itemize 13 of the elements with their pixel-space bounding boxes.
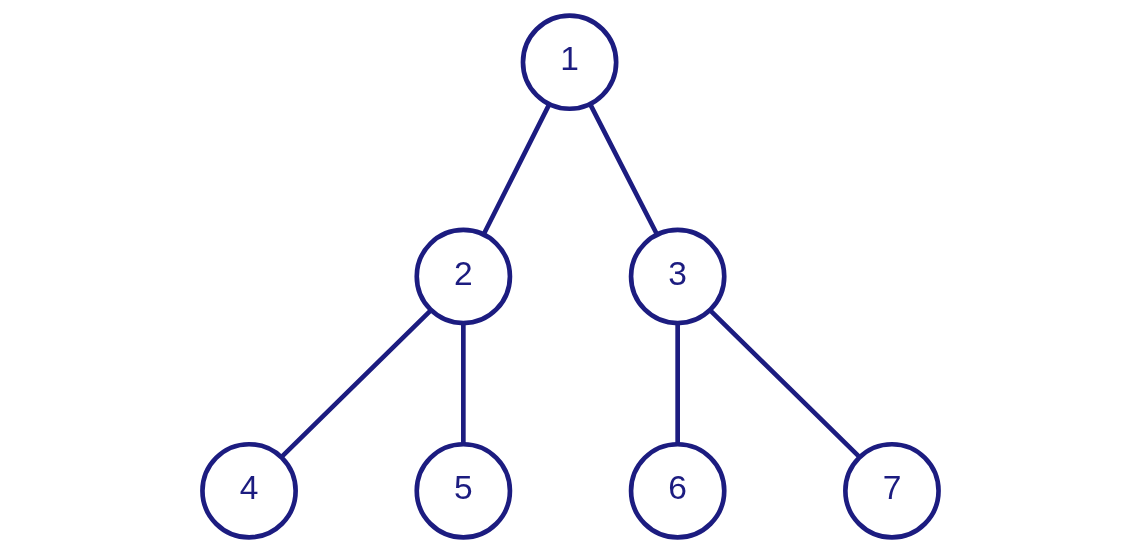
connector [708,308,861,459]
node-circle: 2 [413,227,512,326]
connector [587,103,659,236]
node-circle: 6 [628,441,727,540]
connector [674,323,680,444]
connector [460,323,466,444]
connector [481,103,551,235]
connector [279,308,432,459]
node-circle: 4 [199,441,298,540]
node-circle: 5 [413,441,512,540]
node-circle: 7 [842,441,941,540]
node-circle: 3 [628,227,727,326]
node-circle: 1 [520,13,618,112]
